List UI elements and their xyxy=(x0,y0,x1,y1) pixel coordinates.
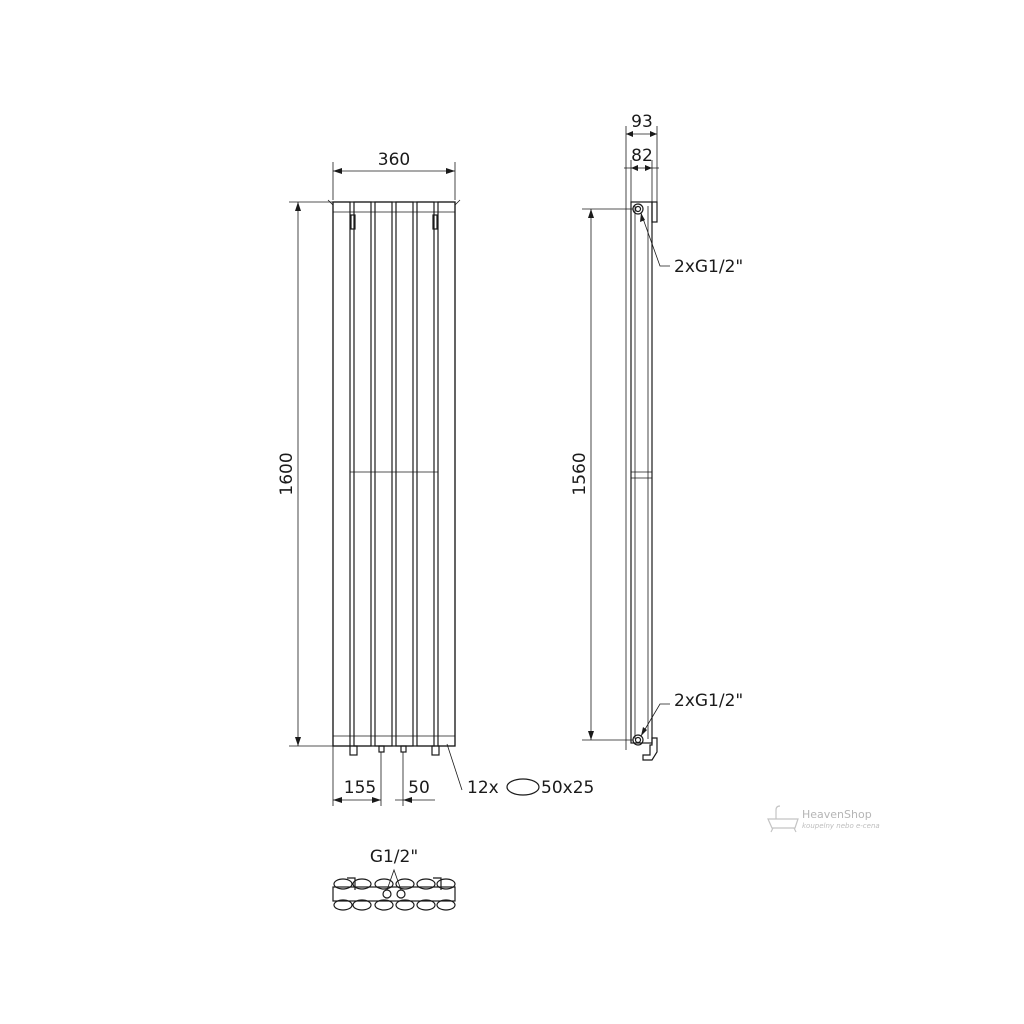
offset-left-label: 155 xyxy=(344,778,376,798)
connection-bottom-label: 2xG1/2" xyxy=(674,691,743,711)
dimension-height-front: 1600 xyxy=(277,201,333,747)
bottom-view: G1/2" xyxy=(332,847,456,911)
tube-spec-callout: 12x 50x25 xyxy=(446,743,594,798)
connection-callouts: 2xG1/2" 2xG1/2" xyxy=(640,212,743,737)
dimension-bottom: 155 50 xyxy=(332,746,435,806)
pipe-spacing-label: 50 xyxy=(408,778,430,798)
front-height-label: 1600 xyxy=(277,452,297,495)
dimension-depth-inner: 82 xyxy=(624,146,659,202)
connection-top-label: 2xG1/2" xyxy=(674,257,743,277)
side-view xyxy=(625,196,658,761)
watermark: HeavenShop koupelny nebo e-cena xyxy=(767,805,880,833)
front-tubes xyxy=(332,201,456,747)
bathtub-icon xyxy=(767,805,799,833)
oval-tube-icon xyxy=(506,778,540,796)
dimension-depth-outer: 93 xyxy=(625,112,658,202)
front-view xyxy=(327,199,461,756)
watermark-tagline: koupelny nebo e-cena xyxy=(802,822,880,830)
depth-outer-label: 93 xyxy=(631,112,653,132)
watermark-brand: HeavenShop xyxy=(802,808,872,821)
tube-count-label: 12x xyxy=(467,778,499,798)
depth-inner-label: 82 xyxy=(631,146,653,166)
side-height-label: 1560 xyxy=(570,452,590,495)
bottom-connection-label: G1/2" xyxy=(370,847,418,867)
tube-size-label: 50x25 xyxy=(541,778,594,798)
width-label: 360 xyxy=(378,150,410,170)
dimension-height-side: 1560 xyxy=(570,208,633,741)
dimension-width: 360 xyxy=(332,150,456,200)
